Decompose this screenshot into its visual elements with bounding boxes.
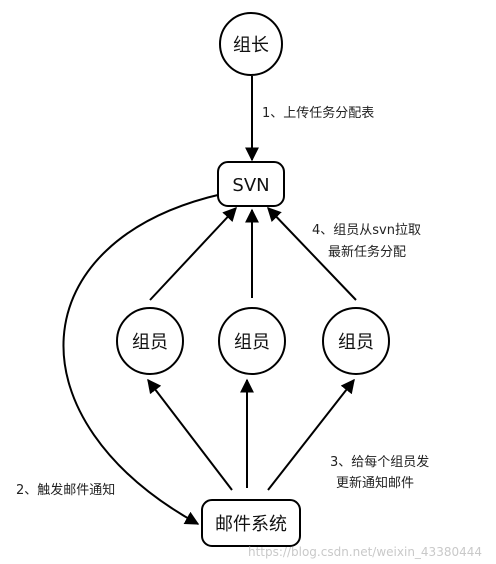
- node-member-left-label: 组员: [132, 332, 168, 353]
- node-svn-label: SVN: [232, 175, 269, 196]
- node-member-right-label: 组员: [338, 332, 374, 353]
- node-member-mid-label: 组员: [234, 332, 270, 353]
- node-member-right: 组员: [322, 307, 390, 375]
- node-leader-label: 组长: [233, 35, 269, 56]
- watermark: https://blog.csdn.net/weixin_43380444: [248, 545, 482, 559]
- edge-svn-to-mail: [62, 193, 223, 525]
- node-mail-system-label: 邮件系统: [215, 514, 287, 535]
- step3-label-line1: 3、给每个组员发: [330, 454, 429, 470]
- node-mail-system: 邮件系统: [201, 499, 301, 547]
- step4-label-line1: 4、组员从svn拉取: [312, 223, 421, 238]
- edge-left-member-to-svn: [149, 206, 237, 301]
- step2-label: 2、触发邮件通知: [16, 482, 115, 498]
- node-leader: 组长: [219, 12, 283, 76]
- node-svn: SVN: [217, 161, 285, 207]
- edge-mail-to-right-member: [267, 378, 355, 491]
- edge-mail-to-left-member: [147, 378, 233, 491]
- node-member-mid: 组员: [218, 307, 286, 375]
- edge-right-member-to-svn: [267, 206, 357, 301]
- step4-label-line2: 最新任务分配: [328, 244, 406, 260]
- node-member-left: 组员: [116, 307, 184, 375]
- step1-label: 1、上传任务分配表: [262, 105, 374, 121]
- step3-label-line2: 更新通知邮件: [336, 475, 414, 491]
